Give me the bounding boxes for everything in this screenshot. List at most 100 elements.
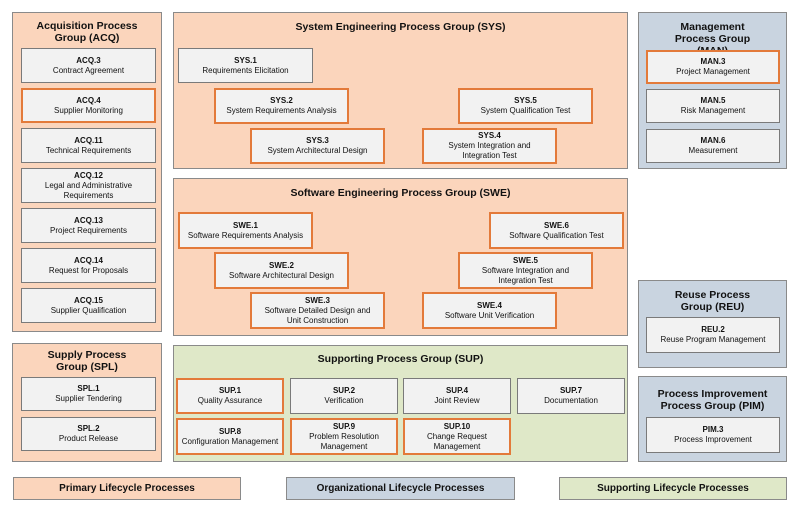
group-title: System Engineering Process Group (SYS) <box>295 21 506 33</box>
process-name: Supplier Qualification <box>50 305 127 315</box>
group-title: Process Improvement Process Group (PIM) <box>657 388 768 412</box>
process-id: SUP.8 <box>218 426 242 436</box>
process-name: Risk Management <box>680 106 746 115</box>
process-id: SUP.1 <box>218 386 242 395</box>
process-sys-3: SYS.3 System Architectural Design <box>250 128 385 164</box>
process-name: Configuration Management <box>181 436 279 446</box>
process-name: System Architectural Design <box>267 146 368 155</box>
process-sys-4: SYS.4 System Integration and Integration… <box>422 128 557 164</box>
process-name: Product Release <box>58 434 119 443</box>
group-title: Reuse Process Group (REU) <box>674 289 751 313</box>
process-name: Quality Assurance <box>197 396 263 405</box>
process-name: Software Unit Verification <box>444 310 535 320</box>
process-acq-12: ACQ.12 Legal and Administrative Requirem… <box>21 168 156 203</box>
process-id: SUP.7 <box>559 386 583 395</box>
process-sup-7: SUP.7 Documentation <box>517 378 625 414</box>
process-sup-9: SUP.9 Problem Resolution Management <box>290 418 398 455</box>
group-title: Supporting Process Group (SUP) <box>317 353 484 365</box>
process-spl-1: SPL.1 Supplier Tendering <box>21 377 156 411</box>
process-id: ACQ.11 <box>74 135 103 145</box>
process-name: Documentation <box>544 396 598 405</box>
process-id: ACQ.3 <box>76 55 101 65</box>
process-acq-11: ACQ.11 Technical Requirements <box>21 128 156 163</box>
process-acq-3: ACQ.3 Contract Agreement <box>21 48 156 83</box>
process-sup-1: SUP.1 Quality Assurance <box>176 378 284 414</box>
process-name: Problem Resolution Management <box>309 431 379 451</box>
process-reu-2: REU.2 Reuse Program Management <box>646 317 780 353</box>
process-swe-2: SWE.2 Software Architectural Design <box>214 252 349 289</box>
process-name: Project Requirements <box>50 225 127 235</box>
process-acq-15: ACQ.15 Supplier Qualification <box>21 288 156 323</box>
group-title: Software Engineering Process Group (SWE) <box>290 187 511 199</box>
process-sup-8: SUP.8 Configuration Management <box>176 418 284 455</box>
process-name: Supplier Tendering <box>55 394 122 403</box>
process-id: SYS.5 <box>514 96 537 105</box>
process-sys-5: SYS.5 System Qualification Test <box>458 88 593 124</box>
group-title: Supply Process Group (SPL) <box>47 349 127 373</box>
process-name: Software Integration and Integration Tes… <box>481 265 570 285</box>
process-sys-2: SYS.2 System Requirements Analysis <box>214 88 349 124</box>
process-acq-4: ACQ.4 Supplier Monitoring <box>21 88 156 123</box>
process-name: Software Detailed Design and Unit Constr… <box>264 305 371 325</box>
process-name: Verification <box>324 396 364 405</box>
process-pim-3: PIM.3 Process Improvement <box>646 417 780 453</box>
process-name: Reuse Program Management <box>660 335 766 344</box>
process-id: SWE.3 <box>305 295 330 305</box>
process-id: ACQ.13 <box>74 215 103 225</box>
process-name: Software Qualification Test <box>509 230 604 240</box>
process-id: ACQ.14 <box>74 255 103 265</box>
process-man-3: MAN.3 Project Management <box>646 50 780 84</box>
process-name: System Requirements Analysis <box>226 106 337 115</box>
process-id: SWE.1 <box>233 220 258 230</box>
process-name: Process Improvement <box>674 435 752 444</box>
process-id: SYS.1 <box>234 55 257 65</box>
process-id: ACQ.4 <box>76 95 101 105</box>
process-name: Change Request Management <box>426 431 488 451</box>
process-sup-2: SUP.2 Verification <box>290 378 398 414</box>
process-id: ACQ.15 <box>74 295 103 305</box>
process-id: SWE.5 <box>513 255 538 265</box>
process-swe-6: SWE.6 Software Qualification Test <box>489 212 624 249</box>
process-man-5: MAN.5 Risk Management <box>646 89 780 123</box>
process-acq-13: ACQ.13 Project Requirements <box>21 208 156 243</box>
legend-organizational: Organizational Lifecycle Processes <box>286 477 515 500</box>
process-name: Supplier Monitoring <box>54 105 123 115</box>
process-name: Legal and Administrative Requirements <box>44 180 133 200</box>
process-id: SPL.2 <box>77 424 100 433</box>
process-sys-1: SYS.1 Requirements Elicitation <box>178 48 313 83</box>
process-id: SYS.3 <box>306 136 329 145</box>
process-name: System Qualification Test <box>480 106 571 115</box>
process-name: Joint Review <box>434 396 480 405</box>
process-name: Software Requirements Analysis <box>187 230 304 240</box>
process-id: MAN.3 <box>700 57 726 66</box>
process-id: MAN.5 <box>700 96 726 105</box>
process-id: SUP.4 <box>445 386 469 395</box>
process-swe-4: SWE.4 Software Unit Verification <box>422 292 557 329</box>
process-sup-10: SUP.10 Change Request Management <box>403 418 511 455</box>
process-id: SUP.9 <box>332 421 356 431</box>
process-id: SUP.10 <box>443 421 471 431</box>
process-name: Request for Proposals <box>48 265 129 275</box>
process-id: SPL.1 <box>77 384 100 393</box>
process-id: PIM.3 <box>702 425 724 434</box>
process-name: Technical Requirements <box>45 145 132 155</box>
process-id: SWE.6 <box>544 220 569 230</box>
process-id: SUP.2 <box>332 386 356 395</box>
process-name: Project Management <box>676 67 750 76</box>
process-swe-1: SWE.1 Software Requirements Analysis <box>178 212 313 249</box>
process-name: Measurement <box>688 146 738 155</box>
process-man-6: MAN.6 Measurement <box>646 129 780 163</box>
group-title: Acquisition Process Group (ACQ) <box>36 20 138 44</box>
process-id: MAN.6 <box>700 136 726 145</box>
process-swe-3: SWE.3 Software Detailed Design and Unit … <box>250 292 385 329</box>
process-id: REU.2 <box>701 325 725 334</box>
process-id: SYS.2 <box>270 96 293 105</box>
legend-supporting: Supporting Lifecycle Processes <box>559 477 787 500</box>
process-name: System Integration and Integration Test <box>448 141 531 160</box>
process-name: Contract Agreement <box>52 65 125 75</box>
process-acq-14: ACQ.14 Request for Proposals <box>21 248 156 283</box>
process-id: ACQ.12 <box>74 170 103 180</box>
process-name: Software Architectural Design <box>229 270 334 280</box>
process-id: SWE.4 <box>477 300 502 310</box>
process-name: Requirements Elicitation <box>202 65 289 75</box>
